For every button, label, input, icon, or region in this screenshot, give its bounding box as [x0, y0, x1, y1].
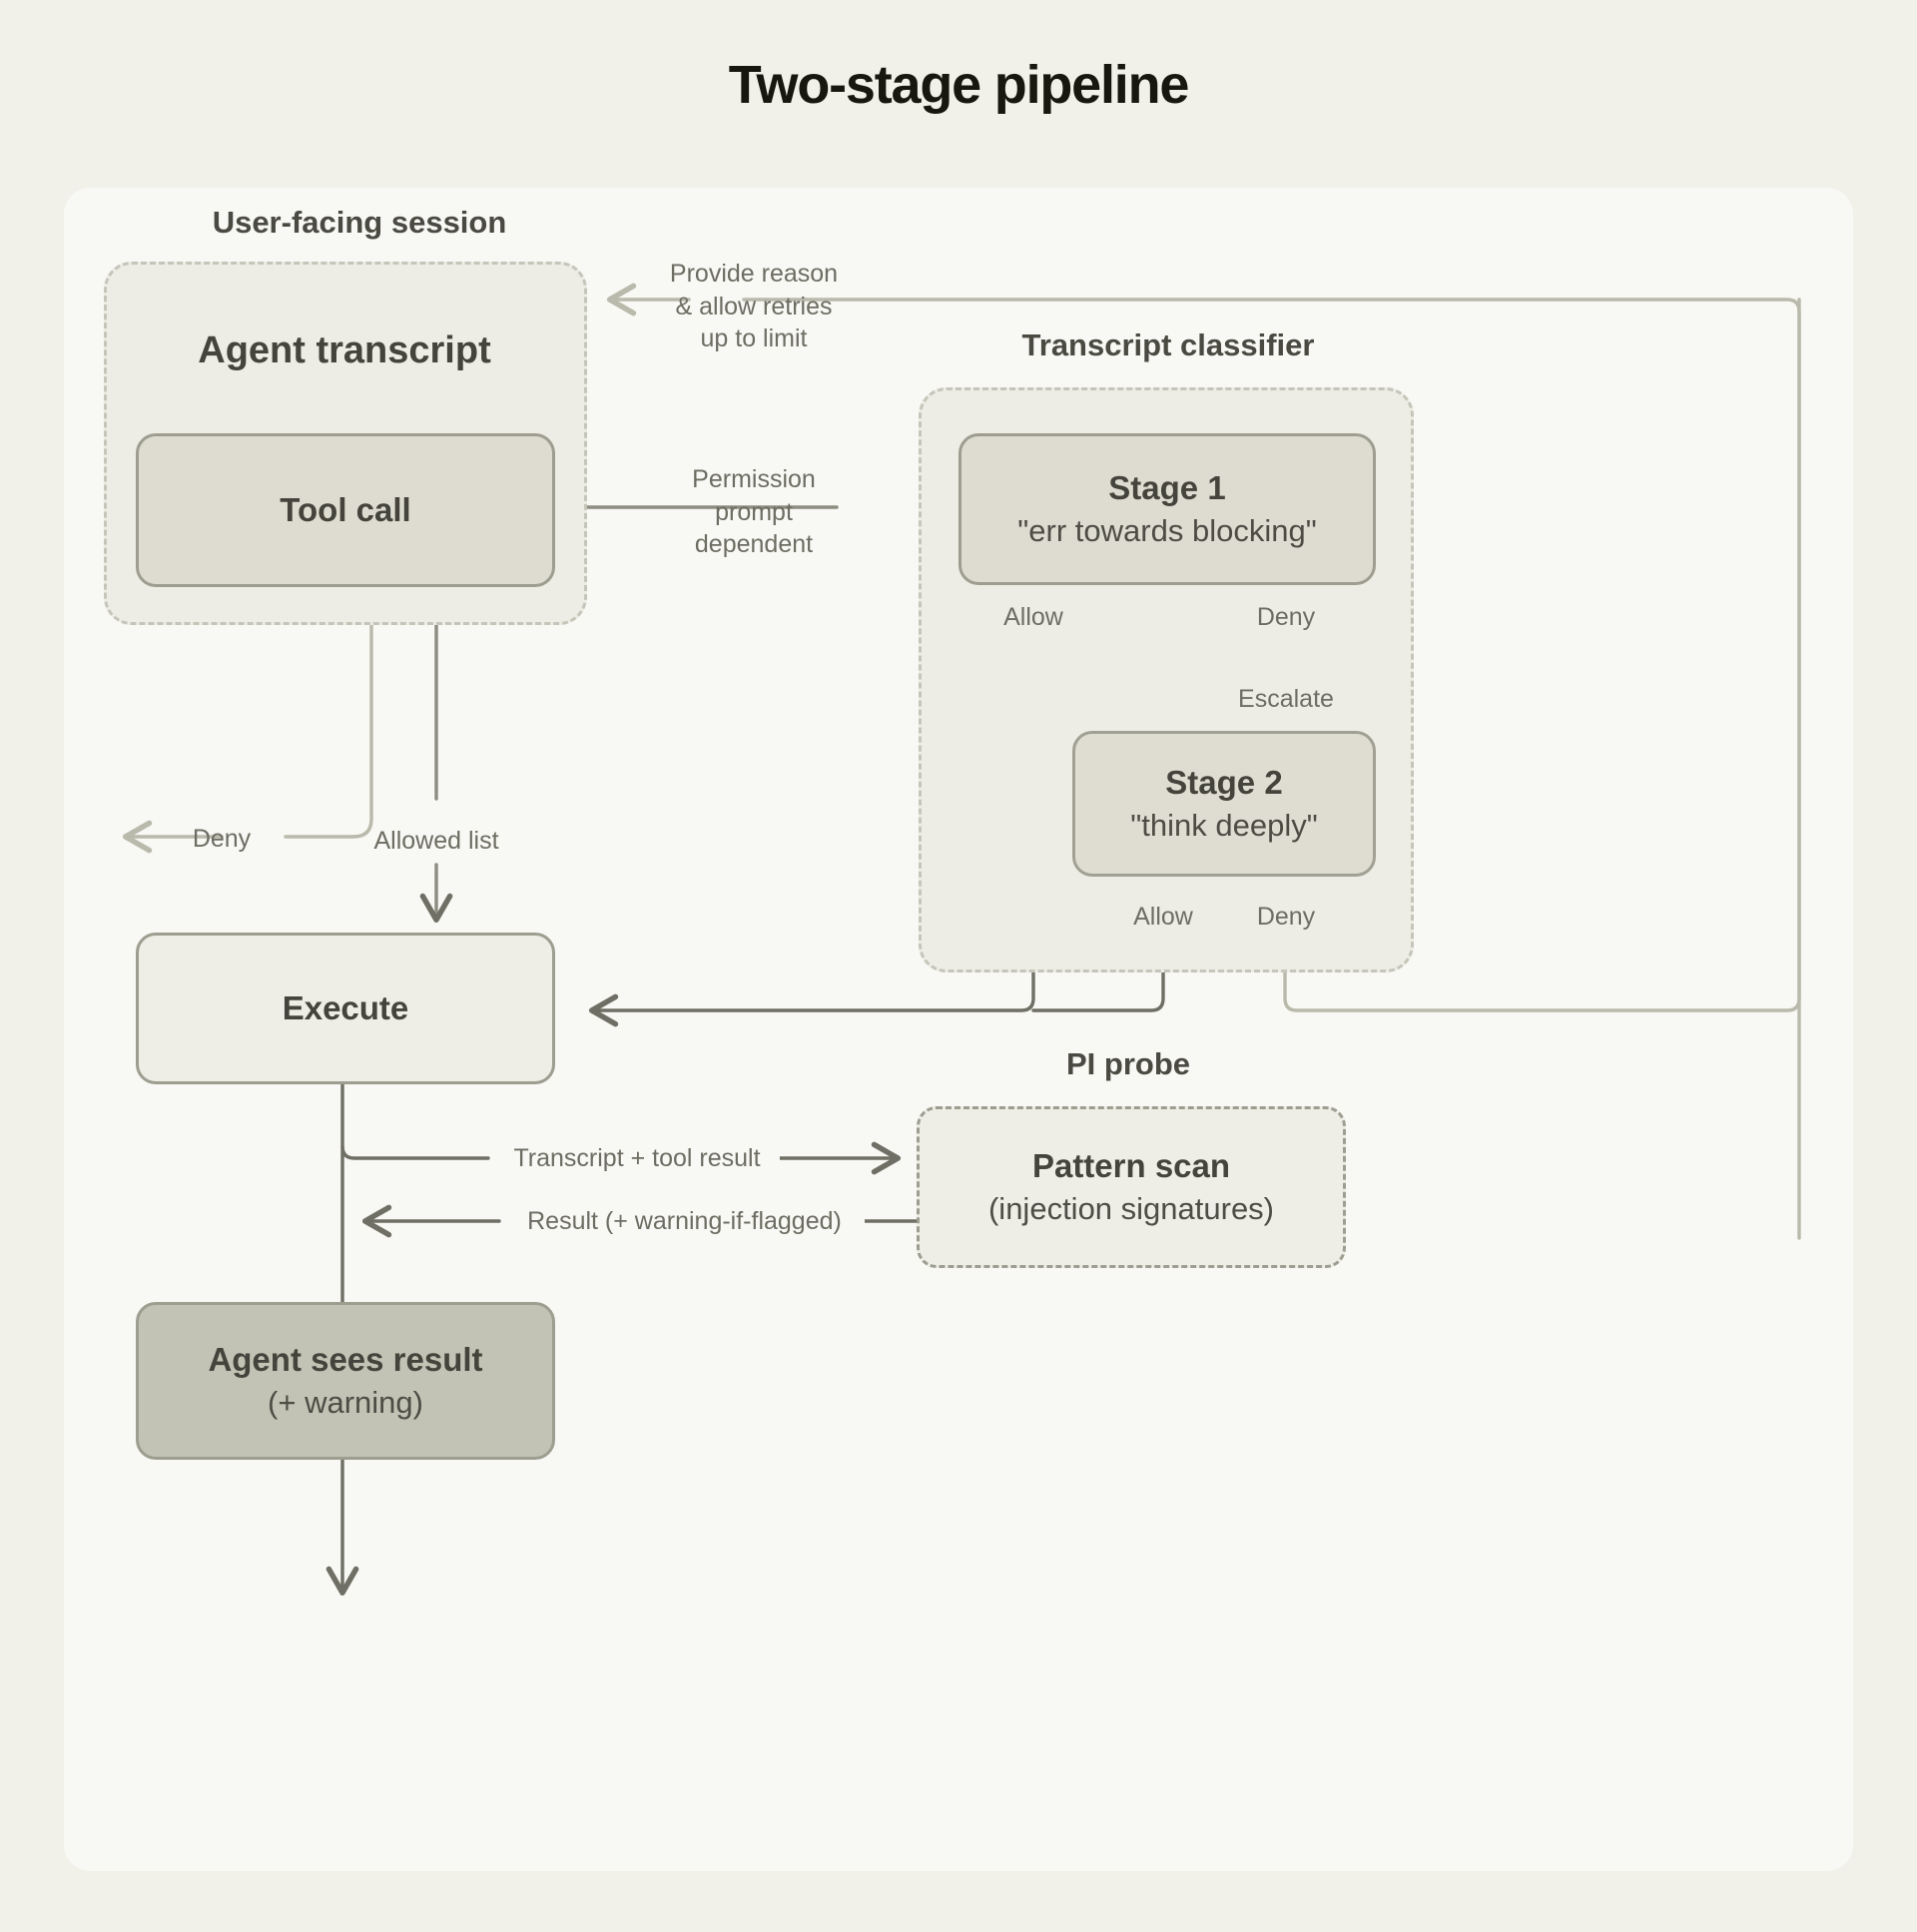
edge-label-transcript-tool-result: Transcript + tool result	[494, 1142, 780, 1175]
group-label-pi-probe: PI probe	[1065, 1046, 1190, 1081]
stage-1-quote: "err towards blocking"	[1017, 513, 1317, 549]
stage-2-title: Stage 2	[1165, 763, 1283, 801]
edge-label-permission-prompt: Permission prompt dependent	[692, 465, 816, 558]
node-stage-1[interactable]: Stage 1 "err towards blocking"	[958, 433, 1376, 585]
stage-1-title: Stage 1	[1108, 468, 1226, 506]
agent-transcript-label: Agent transcript	[198, 328, 491, 371]
stage-2-quote: "think deeply"	[1130, 808, 1318, 844]
page-title: Two-stage pipeline	[728, 55, 1190, 115]
edge-label-stage1-deny: Deny	[1256, 603, 1316, 631]
edge-label-stage1-allow: Allow	[1003, 603, 1063, 631]
node-pattern-scan[interactable]: Pattern scan (injection signatures)	[917, 1106, 1346, 1268]
node-agent-transcript: Agent transcript	[185, 322, 504, 379]
node-stage-2[interactable]: Stage 2 "think deeply"	[1072, 731, 1376, 877]
agent-sees-result-title: Agent sees result	[208, 1340, 483, 1378]
group-label-transcript-classifier: Transcript classifier	[1021, 327, 1315, 362]
edge-label-deny-left: Deny	[192, 825, 252, 853]
pattern-scan-title: Pattern scan	[1031, 1146, 1231, 1184]
edge-label-stage2-deny: Deny	[1256, 903, 1316, 931]
execute-label: Execute	[282, 988, 409, 1026]
edge-label-result-warning: Result (+ warning-if-flagged)	[504, 1205, 865, 1238]
pattern-scan-sub: (injection signatures)	[987, 1191, 1275, 1227]
node-agent-sees-result[interactable]: Agent sees result (+ warning)	[136, 1302, 555, 1460]
agent-sees-result-sub: (+ warning)	[268, 1385, 423, 1421]
edge-label-allowed-list: Allowed list	[373, 827, 499, 855]
group-label-user-session: User-facing session	[212, 205, 507, 240]
tool-call-label: Tool call	[280, 490, 411, 528]
node-execute[interactable]: Execute	[136, 933, 555, 1084]
node-tool-call[interactable]: Tool call	[136, 433, 555, 587]
edge-label-retry: Provide reason & allow retries up to lim…	[669, 260, 839, 352]
edge-label-escalate: Escalate	[1238, 685, 1334, 713]
edge-label-stage2-allow: Allow	[1133, 903, 1193, 931]
